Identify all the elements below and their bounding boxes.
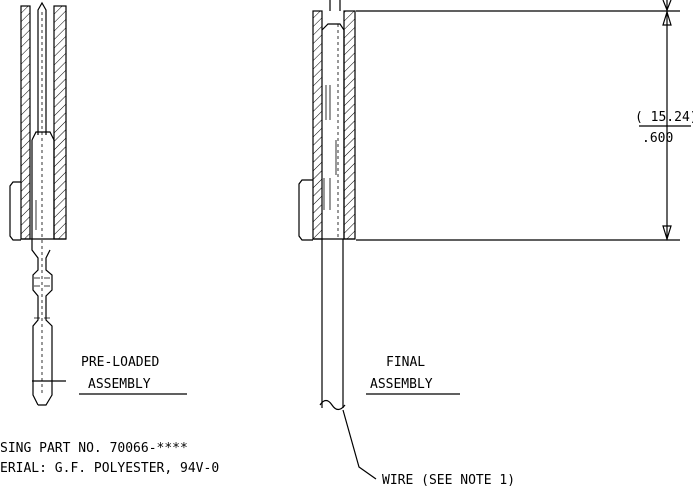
final-latch-tab <box>298 179 313 241</box>
dimension-metric: ( 15.24) <box>635 110 693 125</box>
note-material: ERIAL: G.F. POLYESTER, 94V-0 <box>0 461 219 476</box>
final-assembly-view <box>298 0 377 480</box>
preloaded-label-line2: ASSEMBLY <box>88 377 151 392</box>
final-housing-right-wall <box>343 10 356 240</box>
preloaded-label-line1: PRE-LOADED <box>81 355 159 370</box>
final-housing-left-wall <box>312 10 323 240</box>
final-terminal-body <box>321 23 345 239</box>
wire-callout: WIRE (SEE NOTE 1) <box>382 473 515 488</box>
preloaded-assembly-view <box>9 1 67 406</box>
dimension-inch: .600 <box>642 131 673 146</box>
note-housing-part: SING PART NO. 70066-**** <box>0 441 188 456</box>
preloaded-housing-right-wall <box>53 5 67 240</box>
final-label-line2: ASSEMBLY <box>370 377 433 392</box>
dimension-lines <box>356 0 680 242</box>
wire-break-line <box>319 399 346 411</box>
preloaded-latch-tab <box>9 181 21 241</box>
wire-leader <box>342 409 377 480</box>
preloaded-housing-left-wall <box>20 5 31 240</box>
final-label-line1: FINAL <box>386 355 425 370</box>
preloaded-terminal-body <box>31 131 55 239</box>
